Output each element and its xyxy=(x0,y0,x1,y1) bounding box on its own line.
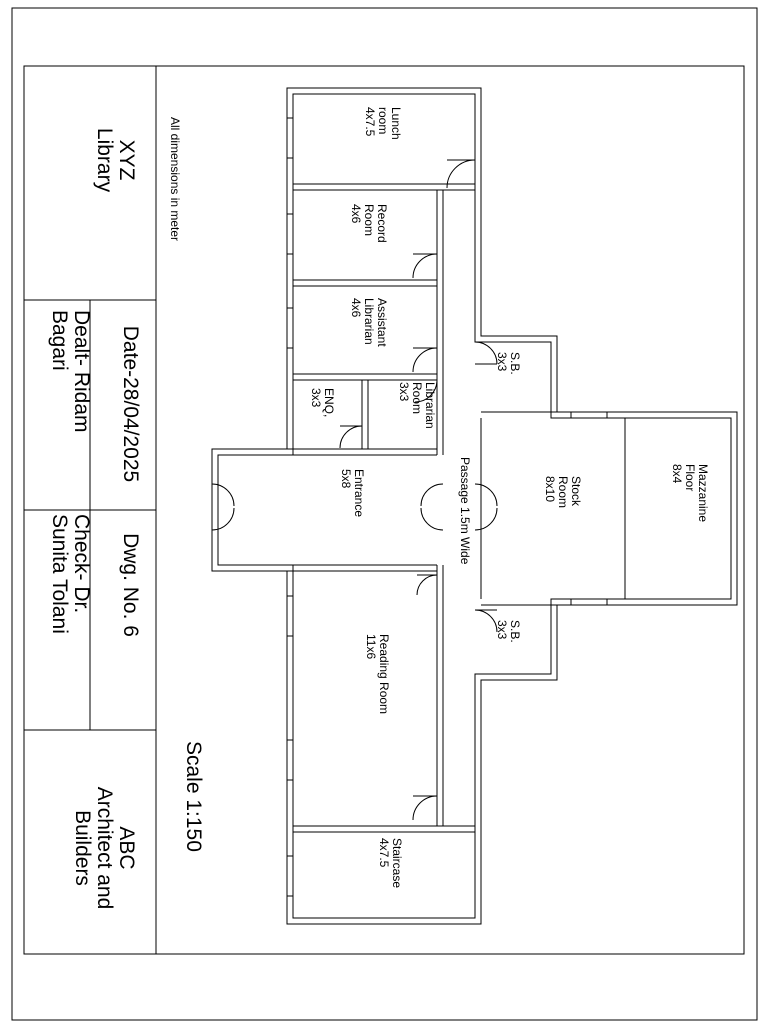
firm-line2: Architect and xyxy=(93,787,116,910)
room-record-name-2: Room xyxy=(362,204,376,236)
room-assistant-name-2: Librarian xyxy=(362,298,376,345)
room-staircase-size: 4x7.5 xyxy=(377,838,391,868)
date-cell: Date-28/04/2025 xyxy=(119,326,142,482)
room-lunch-name-2: room xyxy=(376,107,390,134)
drawing-number: Dwg. No. 6 xyxy=(119,533,142,637)
dimensions-note: All dimensions in meter xyxy=(168,117,182,241)
room-stock-size: 8x10 xyxy=(543,476,557,502)
room-stock: Stock Room 8x10 xyxy=(543,476,583,508)
room-stock-name: Stock xyxy=(569,476,583,507)
firm-cell: ABC Architect and Builders xyxy=(71,787,138,910)
project-line2: Library xyxy=(93,128,116,193)
room-sb-top: S.B. 3x3 xyxy=(495,352,522,375)
room-mezzanine-name-2: Floor xyxy=(683,464,697,491)
room-lunch-name: Lunch xyxy=(389,107,403,140)
dealt-by-line1: Dealt- Ridam xyxy=(70,310,93,433)
room-sb-bottom: S.B. 3x3 xyxy=(495,620,522,643)
title-block xyxy=(24,66,157,954)
room-sb-top-size: 3x3 xyxy=(495,352,509,372)
dealt-cell: Dealt- Ridam Bagari xyxy=(48,310,93,433)
passage-label: Passage 1.5m Wide xyxy=(458,457,472,565)
room-assistant-name: Assistant xyxy=(375,298,389,347)
room-staircase: Staircase 4x7.5 xyxy=(377,838,404,888)
room-lunch: Lunch room 4x7.5 xyxy=(363,107,403,140)
project-name: XYZ Library xyxy=(93,128,138,193)
room-assistant-size: 4x6 xyxy=(349,298,363,318)
firm-line1: ABC xyxy=(115,826,138,869)
exterior-walls xyxy=(211,87,738,925)
scale-note: Scale 1:150 xyxy=(182,741,205,852)
room-record-name: Record xyxy=(375,204,389,243)
room-sb-bottom-size: 3x3 xyxy=(495,620,509,640)
room-enquiry-size: 3x3 xyxy=(309,388,323,408)
room-staircase-name: Staircase xyxy=(390,838,404,888)
room-entrance-size: 5x8 xyxy=(339,469,353,489)
room-stock-name-2: Room xyxy=(556,476,570,508)
room-lunch-size: 4x7.5 xyxy=(363,107,377,137)
scale-text: Scale 1:150 xyxy=(182,741,205,852)
drawing-date: Date-28/04/2025 xyxy=(119,326,142,482)
room-mezzanine-size: 8x4 xyxy=(670,464,684,484)
room-entrance: Entrance 5x8 xyxy=(339,469,366,517)
room-sb-bottom-name: S.B. xyxy=(508,620,522,643)
firm-line3: Builders xyxy=(71,810,94,886)
room-reading-size: 11x6 xyxy=(364,634,378,659)
room-record: Record Room 4x6 xyxy=(349,204,389,243)
checked-by-line2: Sunita Tolani xyxy=(48,514,71,634)
room-enquiry: ENQ, 3x3 xyxy=(309,388,336,417)
check-cell: Check- Dr. Sunita Tolani xyxy=(48,514,93,634)
room-record-size: 4x6 xyxy=(349,204,363,224)
dealt-by-line2: Bagari xyxy=(48,310,71,371)
room-mezzanine: Mazzanine Floor 8x4 xyxy=(670,464,710,522)
room-librarian-size: 3x3 xyxy=(397,382,411,402)
room-sb-top-name: S.B. xyxy=(508,352,522,375)
room-librarian: Librarian Room 3x3 xyxy=(397,382,437,429)
room-assistant-librarian: Assistant Librarian 4x6 xyxy=(349,298,389,347)
door-swings xyxy=(211,159,498,821)
dimensions-note-text: All dimensions in meter xyxy=(168,117,182,241)
interior-walls xyxy=(218,183,626,833)
windows xyxy=(286,117,608,897)
room-entrance-name: Entrance xyxy=(352,469,366,517)
room-librarian-name-2: Room xyxy=(410,382,424,414)
checked-by-line1: Check- Dr. xyxy=(70,514,93,613)
room-reading: Reading Room 11x6 xyxy=(364,634,391,714)
sheet-border xyxy=(11,7,758,1021)
project-line1: XYZ xyxy=(115,140,138,181)
room-mezzanine-name: Mazzanine xyxy=(696,464,710,522)
room-reading-name: Reading Room xyxy=(377,634,391,714)
passage: Passage 1.5m Wide xyxy=(458,457,472,565)
room-enquiry-name: ENQ, xyxy=(322,388,336,417)
room-librarian-name: Librarian xyxy=(423,382,437,429)
drawing-number-cell: Dwg. No. 6 xyxy=(119,533,142,637)
